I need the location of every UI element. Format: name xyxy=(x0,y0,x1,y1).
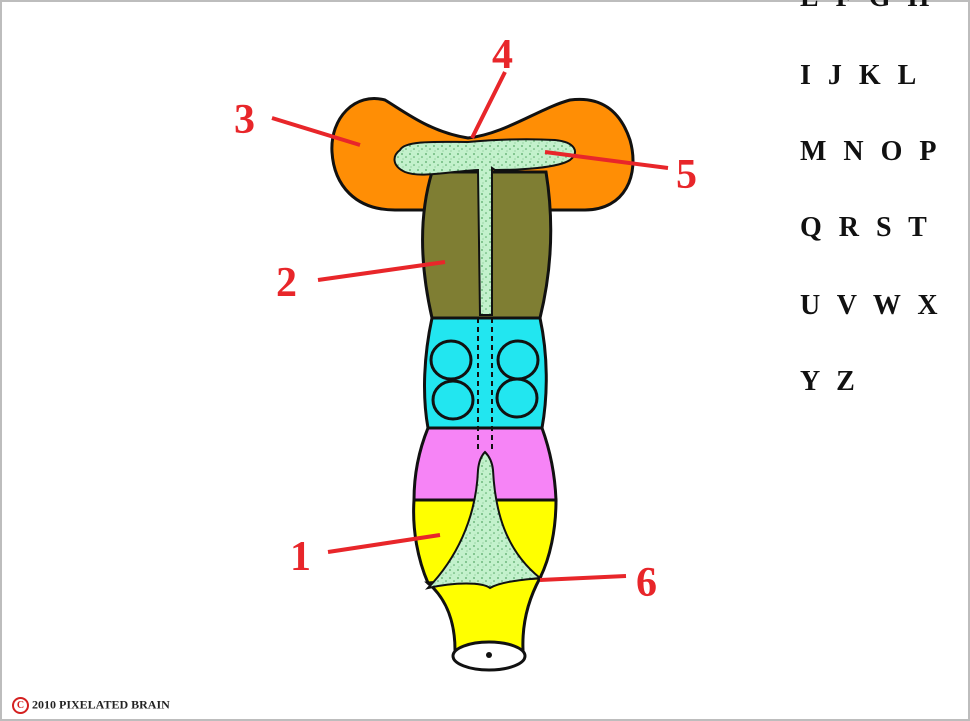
letter-row-uvwx: U V W X xyxy=(800,290,939,322)
colliculus-upper-left xyxy=(431,341,471,379)
label-1: 1 xyxy=(290,534,311,580)
colliculus-lower-right xyxy=(497,379,537,417)
leader-line-6 xyxy=(540,576,626,580)
colliculus-upper-right xyxy=(498,341,538,379)
label-3: 3 xyxy=(234,97,255,143)
label-4: 4 xyxy=(492,32,513,78)
letter-row-yz: Y Z xyxy=(800,366,856,398)
colliculus-lower-left xyxy=(433,381,473,419)
copyright-text: 2010 PIXELATED BRAIN xyxy=(32,697,170,711)
leader-line-4 xyxy=(472,72,505,138)
yellow-tail xyxy=(428,578,540,650)
label-2: 2 xyxy=(276,260,297,306)
bottom-canal-dot xyxy=(486,652,492,658)
letter-row-efgh: E F G H xyxy=(800,0,930,14)
letter-row-qrst: Q R S T xyxy=(800,212,928,244)
copyright-symbol-icon: C xyxy=(12,697,29,714)
letter-row-mnop: M N O P xyxy=(800,136,938,168)
letter-row-ijkl: I J K L xyxy=(800,60,917,92)
label-5: 5 xyxy=(676,152,697,198)
label-6: 6 xyxy=(636,560,657,606)
